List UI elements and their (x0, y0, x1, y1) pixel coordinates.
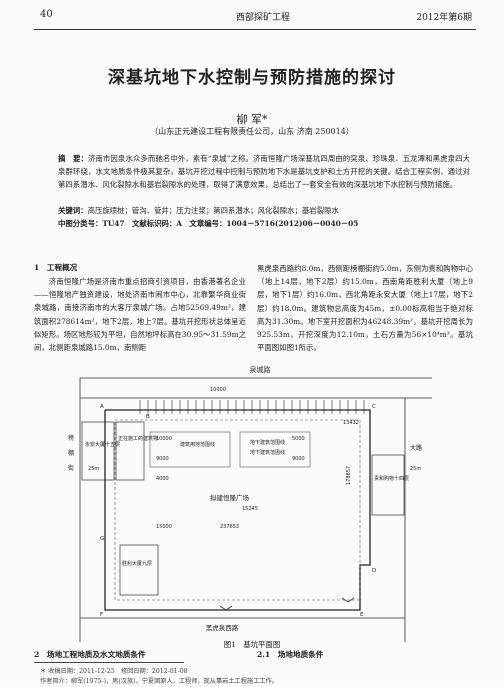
dim-5000a: 5000 (292, 436, 305, 442)
excavation-hatch-top (139, 400, 365, 414)
point-B: B (146, 414, 150, 420)
dim-237653: 237653 (220, 524, 239, 530)
author: 柳 军* (236, 113, 268, 126)
yongan-building (81, 421, 115, 481)
label-zone1: 地下建筑范围线 (250, 439, 285, 446)
label-zone2: 地下建筑范围线 (250, 449, 285, 456)
zone-right (239, 431, 311, 468)
point-F: F (100, 612, 103, 618)
side-label-left1: 榜 (68, 434, 74, 442)
point-D: D (372, 568, 376, 574)
page-number: 40 (40, 9, 53, 20)
classification-line: 中图分类号：TU47 文献标识码：A 文章编号：1004－5716(2012)0… (58, 219, 359, 228)
point-G: G (100, 536, 104, 542)
building-boundary (114, 419, 361, 601)
keywords-text: 高压旋喷桩；管沟、管井；压力注浆；第四系潜水；风化裂隙水；基岩裂隙水 (87, 206, 339, 215)
label-shengli: 胜利大厦九层 (122, 560, 152, 567)
section1-text: 济南恒隆广场是济南市重点招商引资项目，由香港著名企业——恒隆地产独资建设，地处济… (34, 277, 246, 353)
road-label-heihuquan: 黑虎泉西路 (206, 623, 239, 632)
footnote-bio: 作者简介：柳军(1975-)，男(汉族)，宁夏固原人，工程师，现从事岩土工程施工… (40, 678, 278, 685)
side-label-right1: 大路 (410, 444, 422, 452)
dim-15000: 15000 (156, 524, 172, 530)
dim-label-10000b: 10000 (210, 387, 226, 393)
side-label-left4: 25m (88, 466, 99, 472)
section2-heading: 2 场地工程地质及水文地质条件 (34, 650, 146, 659)
section2-1-heading: 2.1 场地地质条件 (257, 650, 324, 659)
label-under-construction: 正在施工的建筑物 (118, 435, 158, 442)
header-rule (34, 29, 476, 30)
dim-9000a: 9000 (156, 456, 169, 462)
article-title: 深基坑地下水控制与预防措施的探讨 (108, 68, 396, 88)
point-C: C (372, 404, 376, 410)
label-proposed: 拟建恒隆广场 (210, 493, 250, 502)
label-yongan: 永安大厦十五层 (85, 441, 120, 448)
dim-15245: 15245 (242, 506, 258, 512)
side-label-right2: 25m (410, 466, 421, 472)
gate-marker-2 (219, 605, 233, 611)
figure-caption: 图1 基坑平面图 (223, 640, 281, 649)
site-plan-figure: 泉城路 10000 榜 棚 街 25m 大路 25m 黑虎泉西路 永安大厦十五层… (68, 365, 432, 642)
side-label-left3: 街 (68, 464, 74, 472)
side-label-left2: 棚 (68, 449, 74, 457)
label-building-line: 建筑用地范围线 (180, 441, 215, 448)
dim-4000: 4000 (156, 476, 169, 482)
road-label-quancheng: 泉城路 (250, 365, 271, 374)
section1-text-cont: 黑虎泉西路约8.0m，西侧距榜棚街约5.0m，东侧为贵和购物中心（地上14层，地… (257, 264, 473, 353)
section1-left-column: 1 工程概况 济南恒隆广场是济南市重点招商引资项目，由香港著名企业——恒隆地产独… (34, 262, 246, 354)
dim-9000b: 9000 (292, 456, 305, 462)
issue-label: 2012年第6期 (416, 13, 472, 23)
construction-building (115, 421, 145, 481)
zone-left (149, 431, 231, 468)
section1-heading: 1 工程概况 (34, 263, 78, 272)
abstract-text: 济南市因泉水众多而驰名中外，素有“泉城”之称。济南恒隆广场深基坑四周由的突泉、珍… (58, 154, 470, 190)
footnote-received: ＊ 收稿日期：2011-12-25 修回日期：2012-01-08 (40, 668, 188, 675)
dim-10000: 10000 (156, 436, 172, 442)
dim-13432: 13432 (343, 420, 359, 426)
guihe-building (371, 454, 405, 516)
abstract-label: 摘 要： (58, 154, 88, 163)
keywords: 关键词：高压旋喷桩；管沟、管井；压力注浆；第四系潜水；风化裂隙水；基岩裂隙水 (58, 205, 470, 217)
dim-178857: 178857 (346, 466, 352, 485)
point-E: E (360, 612, 364, 618)
abstract: 摘 要：济南市因泉水众多而驰名中外，素有“泉城”之称。济南恒隆广场深基坑四周由的… (58, 152, 470, 192)
label-guihe: 贵和购物十四层 (374, 475, 409, 482)
journal-name: 西部探矿工程 (236, 13, 291, 23)
gate-marker-1 (341, 597, 355, 603)
keywords-label: 关键词： (58, 206, 88, 215)
shengli-building (119, 544, 159, 596)
point-A: A (100, 404, 104, 410)
section1-right-column: 黑虎泉西路约8.0m，西侧距榜棚街约5.0m，东侧为贵和购物中心（地上14层，地… (257, 262, 473, 354)
affiliation: （山东正元建设工程有限责任公司，山东 济南 250014） (150, 127, 354, 136)
footnote-rule (34, 662, 184, 663)
